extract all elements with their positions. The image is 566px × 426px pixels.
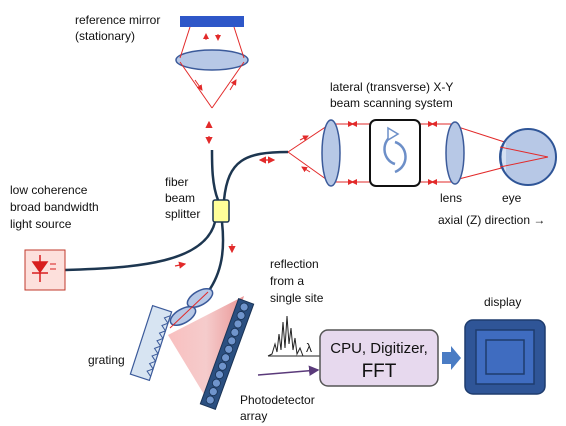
detector-label-line2: array xyxy=(240,409,267,423)
scan-rotation-icon xyxy=(383,126,407,174)
detector-label-line1: Photodetector xyxy=(240,393,315,407)
reference-lens xyxy=(175,49,249,71)
lens-label: lens xyxy=(440,191,462,205)
scanning-label-line2: beam scanning system xyxy=(330,96,453,110)
output-arrow xyxy=(442,346,461,370)
spectrum-sketch xyxy=(267,315,320,357)
source-label-line1: low coherence xyxy=(10,183,88,197)
reference-mirror-label-line1: reference mirror xyxy=(75,13,160,27)
optical-fibers xyxy=(64,149,289,293)
reflection-label-line3: single site xyxy=(270,291,324,305)
reflection-label-line2: from a xyxy=(270,274,304,288)
splitter-label-line2: beam xyxy=(165,191,195,205)
reference-beam xyxy=(179,26,245,109)
reference-mirror-label-line2: (stationary) xyxy=(75,29,135,43)
diffraction-grating xyxy=(129,304,173,382)
reference-mirror xyxy=(180,16,244,27)
diffraction-fan xyxy=(168,296,244,406)
photodetector-array xyxy=(199,298,255,410)
source-label-line2: broad bandwidth xyxy=(10,200,99,214)
source-label-line3: light source xyxy=(10,217,72,231)
grating-label: grating xyxy=(88,353,125,367)
display-label: display xyxy=(484,295,521,309)
led-icon xyxy=(31,255,56,282)
splitter-label-line1: fiber xyxy=(165,175,188,189)
collimating-lens xyxy=(321,119,341,187)
lambda-label: λ xyxy=(306,341,312,355)
eye-cornea xyxy=(500,139,507,175)
objective-lens xyxy=(445,121,465,185)
cpu-label-line2: FFT xyxy=(362,361,397,382)
fiber-beam-splitter xyxy=(212,199,230,223)
cpu-digitizer-box xyxy=(319,329,439,387)
splitter-label-line3: splitter xyxy=(165,207,200,221)
cpu-label-line1: CPU, Digitizer, xyxy=(330,340,428,357)
eye-label: eye xyxy=(502,191,522,205)
fiber-light-arrows xyxy=(174,156,276,269)
light-source-box xyxy=(24,249,66,291)
reflection-label-line1: reflection xyxy=(270,257,319,271)
spectrometer-beam xyxy=(169,291,209,329)
display-inner xyxy=(485,339,525,375)
signal-arrow xyxy=(257,365,320,376)
display-screen xyxy=(475,329,535,385)
scanning-system-box xyxy=(369,119,421,187)
axial-direction-label: axial (Z) direction → xyxy=(438,213,545,227)
eye-beam xyxy=(499,146,549,168)
scanning-label-line1: lateral (transverse) X-Y xyxy=(330,80,453,94)
